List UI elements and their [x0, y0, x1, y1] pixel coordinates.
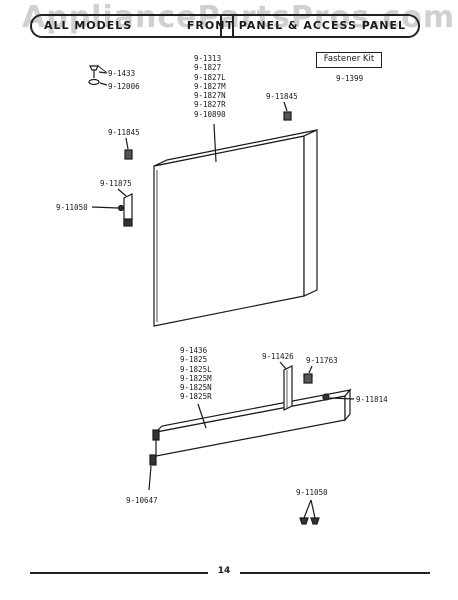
header-right-title: FRONT PANEL & ACCESS PANEL [186, 19, 406, 32]
access-panel-part-list: 9-1436 9-1825 9-1825L 9-1825M 9-1825N 9-… [180, 346, 212, 402]
access-panel-part: 9-1825 [180, 355, 208, 365]
screw-top-1-icon [89, 65, 99, 78]
clip-right-icon [283, 111, 292, 121]
front-panel-part: 9-1827R [194, 100, 226, 110]
front-panel-part: 9-1827L [194, 72, 226, 82]
label-bracket: 9-11875 [100, 179, 132, 188]
page-number: 14 [217, 566, 231, 576]
label-screw-access: 9-11814 [356, 395, 388, 404]
front-panel [153, 129, 318, 327]
access-panel-part: 9-1825M [180, 373, 212, 383]
footer-rule-left [30, 572, 208, 574]
label-screw-top-1: 9-1433 [108, 69, 136, 78]
label-clip-right: 9-11845 [266, 92, 298, 101]
bracket-icon [123, 193, 133, 227]
front-panel-part: 9-1827M [194, 81, 226, 91]
watermark: AppliancePartsPros.com [22, 0, 456, 35]
access-panel-part: 9-1825N [180, 383, 212, 393]
label-screw-top-2: 9-12006 [108, 82, 140, 91]
clip-access-icon [303, 373, 313, 384]
label-bracket-screw: 9-11050 [56, 203, 88, 212]
label-bottom-screws: 9-11050 [296, 488, 328, 497]
label-bracket-strip: 9-11426 [262, 352, 294, 361]
screw-access-icon [322, 393, 330, 401]
front-panel-part-list: 9-1313 9-1827 9-1827L 9-1827M 9-1827N 9-… [194, 54, 226, 119]
front-panel-part: 9-1313 [194, 54, 222, 63]
bracket-strip [283, 365, 293, 411]
page-header: ALL MODELS FRONT PANEL & ACCESS PANEL [30, 14, 420, 38]
label-foot: 9-10647 [126, 496, 158, 505]
header-divider [220, 15, 234, 37]
screw-top-2-icon [88, 78, 100, 86]
front-panel-part: 9-10890 [194, 109, 226, 119]
front-panel-part: 9-1827N [194, 91, 226, 101]
access-panel-part: 9-1825R [180, 392, 212, 402]
fastener-kit-part: 9-1399 [336, 74, 364, 83]
access-panel-part: 9-1825L [180, 364, 212, 374]
access-panel [149, 388, 352, 466]
label-clip-access: 9-11763 [306, 356, 338, 365]
access-panel-part: 9-1436 [180, 346, 208, 355]
footer-rule-right [240, 572, 430, 574]
front-panel-part: 9-1827 [194, 63, 222, 73]
header-left-title: ALL MODELS [44, 19, 133, 32]
clip-left-icon [124, 149, 133, 160]
label-clip-left: 9-11845 [108, 128, 140, 137]
bottom-screws-icon [299, 499, 320, 525]
fastener-kit-box: Fastener Kit [316, 52, 382, 68]
